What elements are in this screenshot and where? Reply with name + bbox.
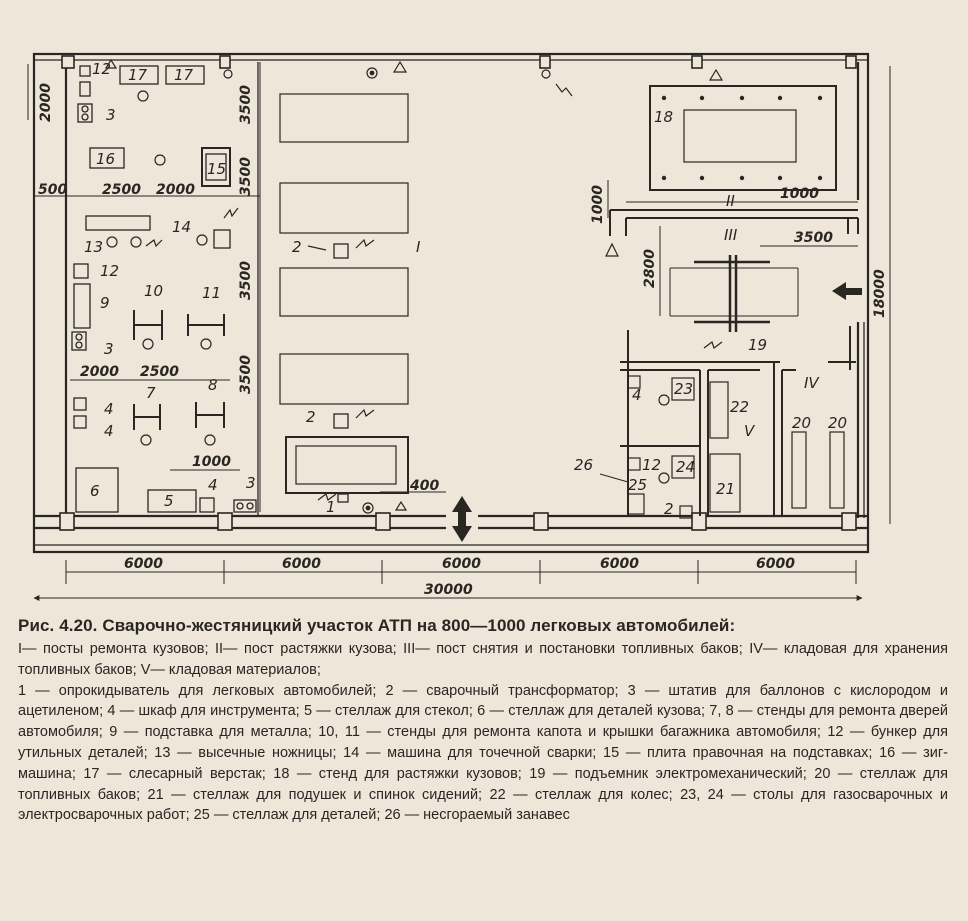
storeroom-equipment [627,375,845,519]
fire-curtain-26 [599,473,629,483]
caption-zones-legend: I— посты ремонта кузовов; II— пост растя… [18,641,948,678]
dim-3500-right: 3500 [794,230,833,246]
dim-6000-1: 6000 [124,556,163,572]
dim-1000-right-h: 1000 [780,186,819,202]
dim-2000-top: 2000 [156,182,195,198]
item-7-label: 7 [146,384,156,402]
item-4b-label: 4 [104,422,114,440]
zone-III-label: III [724,226,738,244]
service-symbols [104,58,724,514]
zone-I-label: I [416,238,421,256]
dim-500: 500 [38,182,67,198]
dim-2800: 2800 [642,249,658,288]
dimension-labels: 2000 500 2500 2000 2000 2500 1000 400 35… [38,83,888,598]
item-10-label: 10 [144,282,163,300]
dim-1000-right-v: 1000 [590,185,606,224]
item-2c-label: 2 [664,500,674,518]
body-stretching-stand-18 [649,85,837,191]
repair-posts-zone-I [279,93,409,494]
item-3a-label: 3 [106,106,116,124]
repair-stands [133,310,225,430]
dim-3500-b: 3500 [238,157,254,196]
caption-items-legend: 1 — опрокидыватель для легковых автомоби… [18,682,948,824]
dim-6000-2: 6000 [282,556,321,572]
dim-18000: 18000 [872,269,888,318]
storerooms [620,326,856,516]
item-13-label: 13 [84,238,103,256]
dim-2500-mid: 2500 [140,364,179,380]
dim-6000-4: 6000 [600,556,639,572]
item-labels: 17 17 12 3 16 15 14 13 12 9 10 11 3 7 8 … [84,60,847,518]
item-21-label: 21 [716,480,735,498]
dim-2500-top: 2500 [102,182,141,198]
dim-6000-3: 6000 [442,556,481,572]
item-26-label: 26 [574,456,593,474]
item-2b-label: 2 [306,408,316,426]
item-5-label: 5 [164,492,174,510]
item-22-label: 22 [730,398,749,416]
dim-3500-a: 3500 [238,85,254,124]
item-17a-label: 17 [128,66,148,84]
floor-plan: 2000 500 2500 2000 2000 2500 1000 400 35… [27,52,891,601]
item-20b-label: 20 [828,414,847,432]
zone-V-label: V [744,422,756,440]
partition-wall [609,209,859,236]
door-double-arrow-icon [452,496,472,542]
item-15-label: 15 [207,160,226,178]
item-12c-label: 12 [642,456,661,474]
item-19-label: 19 [748,336,767,354]
dim-6000-5: 6000 [756,556,795,572]
item-2a-label: 2 [292,238,302,256]
item-16-label: 16 [96,150,115,168]
dim-1000-bottom: 1000 [192,454,231,470]
item-1-label: 1 [326,498,336,516]
zone-labels: I II III IV V [416,192,820,440]
item-14-label: 14 [172,218,191,236]
item-6-label: 6 [90,482,100,500]
item-12a-label: 12 [92,60,111,78]
figure-caption: Рис. 4.20. Сварочно-жестяницкий участок … [18,616,948,826]
item-17b-label: 17 [174,66,194,84]
dim-3500-c: 3500 [238,261,254,300]
item-25-label: 25 [628,476,647,494]
dim-30000: 30000 [424,582,473,598]
building-walls [32,52,870,554]
item-3b-label: 3 [104,340,114,358]
lifter-19 [669,255,799,332]
dim-2000-mid: 2000 [80,364,119,380]
dimension-lines [27,62,891,601]
item-9-label: 9 [100,294,110,312]
entry-arrow-icon [832,282,862,300]
dim-3500-d: 3500 [238,355,254,394]
zone-II-label: II [726,192,735,210]
left-equipment [71,65,349,513]
item-12b-label: 12 [100,262,119,280]
item-4d-label: 4 [632,386,642,404]
item-8-label: 8 [208,376,218,394]
item-4a-label: 4 [104,400,114,418]
item-24-label: 24 [676,458,695,476]
zone-IV-label: IV [804,374,820,392]
item-18-label: 18 [654,108,673,126]
dim-400: 400 [409,478,439,494]
item-23-label: 23 [674,380,693,398]
item-3c-label: 3 [246,474,256,492]
caption-title: Рис. 4.20. Сварочно-жестяницкий участок … [18,616,736,635]
item-20a-label: 20 [792,414,811,432]
item-4c-label: 4 [208,476,218,494]
dim-2000-left: 2000 [38,83,54,122]
item-11-label: 11 [202,284,221,302]
columns [59,55,857,531]
